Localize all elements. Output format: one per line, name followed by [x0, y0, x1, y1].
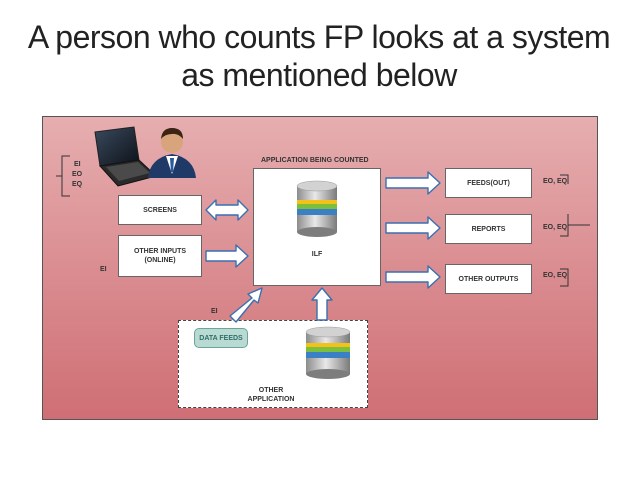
other-app-up-arrow-icon — [311, 287, 333, 321]
slide-title: A person who counts FP looks at a system… — [27, 19, 611, 93]
feeds-out-arrow-icon — [385, 171, 441, 195]
other-inputs-label: OTHER INPUTS (ONLINE) — [133, 248, 187, 264]
right-bracket-icon — [560, 174, 590, 287]
screens-app-arrow-icon — [205, 199, 249, 221]
eo-eq-label-1: EO, EQ — [543, 178, 568, 185]
other-outputs-label: OTHER OUTPUTS — [458, 275, 519, 283]
data-feeds-box: DATA FEEDS — [194, 328, 248, 348]
other-application-label: OTHER APPLICATION — [247, 387, 295, 403]
other-outputs-arrow-icon — [385, 265, 441, 289]
user-tag-eo: EO — [72, 171, 83, 178]
person-icon — [148, 128, 196, 178]
eo-eq-label-2: EO, EQ — [543, 224, 568, 231]
user-tag-eq: EQ — [72, 181, 83, 188]
user-tag-ei: EI — [74, 161, 81, 168]
database-icon — [296, 180, 338, 237]
other-outputs-box: OTHER OUTPUTS — [445, 264, 532, 294]
inputs-app-arrow-icon — [205, 244, 249, 268]
reports-label: REPORTS — [471, 225, 506, 233]
screens-label: SCREENS — [143, 206, 177, 214]
screens-box: SCREENS — [118, 195, 202, 225]
ei-left-label: EI — [100, 266, 107, 273]
reports-arrow-icon — [385, 216, 441, 240]
other-database-icon — [305, 326, 351, 379]
feeds-out-box: FEEDS(OUT) — [445, 168, 532, 198]
application-label: APPLICATION BEING COUNTED — [261, 157, 369, 164]
reports-box: REPORTS — [445, 214, 532, 244]
eo-eq-label-3: EO, EQ — [543, 272, 568, 279]
other-inputs-box: OTHER INPUTS (ONLINE) — [118, 235, 202, 277]
ei-bottom-label: EI — [211, 308, 218, 315]
left-bracket-icon — [56, 155, 70, 197]
laptop-icon — [94, 126, 157, 187]
data-feeds-label: DATA FEEDS — [199, 334, 243, 342]
feeds-out-label: FEEDS(OUT) — [467, 179, 510, 187]
ilf-label: ILF — [311, 251, 323, 258]
data-feeds-arrow-icon — [229, 287, 263, 323]
